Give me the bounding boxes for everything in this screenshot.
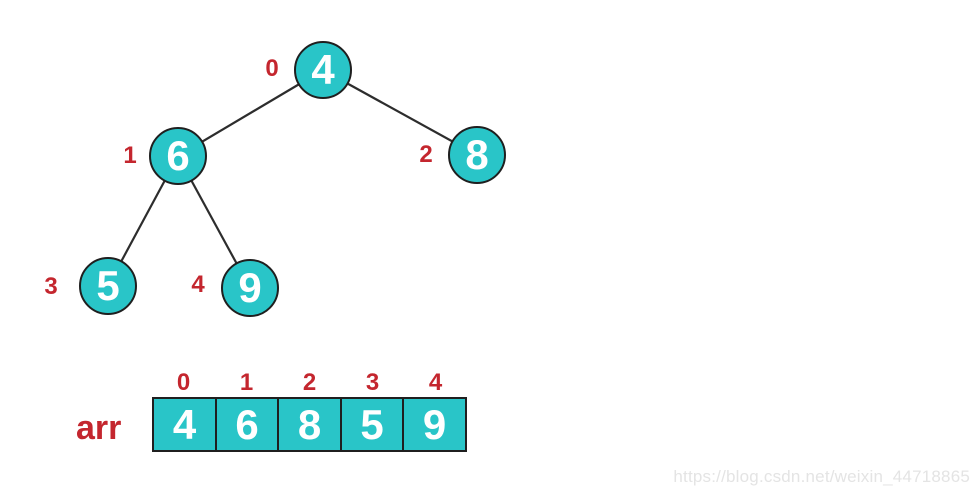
array-cells-row: 4 6 8 5 9 bbox=[152, 397, 467, 452]
array-index-label-0: 0 bbox=[176, 369, 191, 396]
array-index-label-3: 3 bbox=[365, 369, 380, 396]
tree-index-label-0: 0 bbox=[265, 55, 279, 82]
tree-index-label-1: 1 bbox=[123, 142, 137, 169]
array-index-row: 0 1 2 3 4 bbox=[152, 371, 467, 395]
array-label: arr bbox=[76, 409, 122, 447]
array-cell-0: 4 bbox=[152, 397, 217, 452]
tree-index-label-4: 4 bbox=[191, 271, 205, 298]
array-cell-1: 6 bbox=[214, 397, 280, 452]
tree-index-label-3: 3 bbox=[44, 273, 58, 300]
tree-index-label-2: 2 bbox=[419, 141, 433, 168]
array-index-label-2: 2 bbox=[302, 369, 317, 396]
tree-node-1: 6 bbox=[149, 127, 207, 185]
tree-node-4: 9 bbox=[221, 259, 279, 317]
array-cell-2: 8 bbox=[277, 397, 342, 452]
array-cell-3: 5 bbox=[339, 397, 405, 452]
watermark-text: https://blog.csdn.net/weixin_44718865 bbox=[673, 467, 970, 486]
array-index-label-4: 4 bbox=[428, 369, 443, 396]
array-index-label-1: 1 bbox=[239, 369, 254, 396]
tree-node-3: 5 bbox=[79, 257, 137, 315]
tree-node-0: 4 bbox=[294, 41, 352, 99]
tree-node-2: 8 bbox=[448, 126, 506, 184]
array-cell-4: 9 bbox=[402, 397, 467, 452]
